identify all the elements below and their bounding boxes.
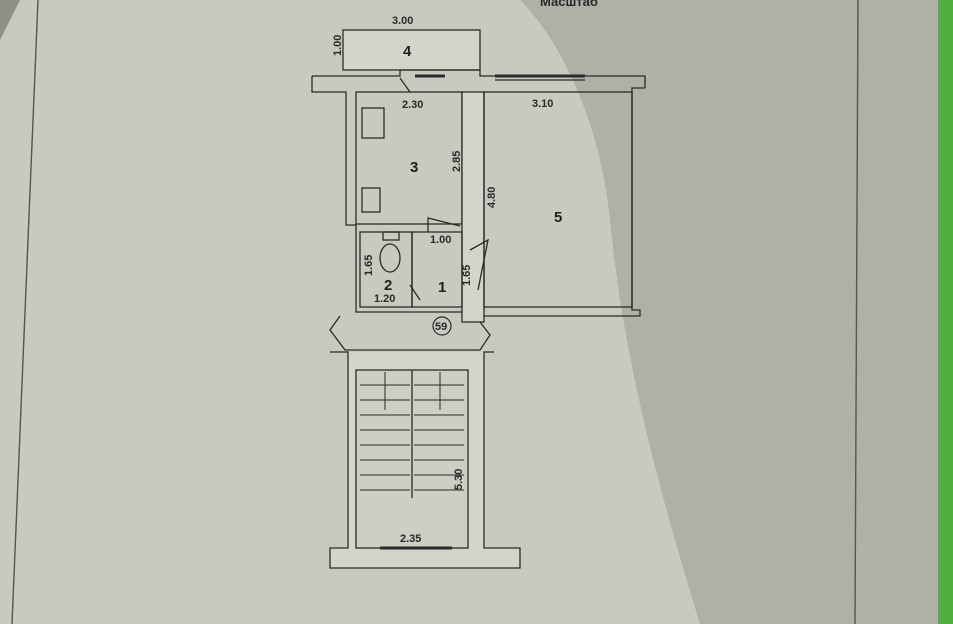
dim-room2-width: 1.20 xyxy=(374,293,395,305)
green-edge xyxy=(938,0,953,624)
dim-room5-height: 4.80 xyxy=(486,187,498,208)
dim-room3-height: 2.85 xyxy=(451,151,463,172)
shadow-area xyxy=(520,0,938,624)
dim-room4-width: 3.00 xyxy=(392,15,413,27)
stove-icon xyxy=(361,107,385,139)
frame-left xyxy=(11,0,39,624)
frame-right xyxy=(854,0,859,624)
room-2-label: 2 xyxy=(384,277,392,294)
dim-stair-length: 5.30 xyxy=(453,469,465,490)
scale-title: Масштаб xyxy=(540,0,598,9)
dim-room4-depth: 1.00 xyxy=(332,35,344,56)
door-room5 xyxy=(469,238,489,291)
toilet-icon xyxy=(379,243,401,273)
room1-outline xyxy=(411,231,463,308)
entrance-wall xyxy=(329,315,491,351)
dim-room2-height: 1.65 xyxy=(363,255,375,276)
door-kitchen xyxy=(427,217,461,232)
dim-room3-width: 2.30 xyxy=(402,99,423,111)
sink-icon xyxy=(361,187,381,213)
toilet-tank-icon xyxy=(382,231,400,241)
room-3-label: 3 xyxy=(410,159,418,176)
wall-right xyxy=(480,87,645,317)
door-bath xyxy=(409,284,421,301)
room5-outline xyxy=(483,91,633,308)
room-5-label: 5 xyxy=(554,209,562,226)
apartment-number-circle xyxy=(432,316,452,336)
dim-room1-width: 1.00 xyxy=(430,234,451,246)
room-1-label: 1 xyxy=(438,279,446,296)
apartment-number: 59 xyxy=(435,321,447,333)
wall-left xyxy=(311,76,481,313)
door-balcony xyxy=(399,77,411,93)
room-4-label: 4 xyxy=(403,43,412,60)
dim-room1-height: 1.65 xyxy=(461,265,473,286)
dim-stair-width: 2.35 xyxy=(400,533,421,545)
wall-interior-1 xyxy=(461,91,485,323)
wall-top xyxy=(312,69,646,88)
dim-room5-width: 3.10 xyxy=(532,98,553,110)
balcony-outline xyxy=(342,29,481,71)
